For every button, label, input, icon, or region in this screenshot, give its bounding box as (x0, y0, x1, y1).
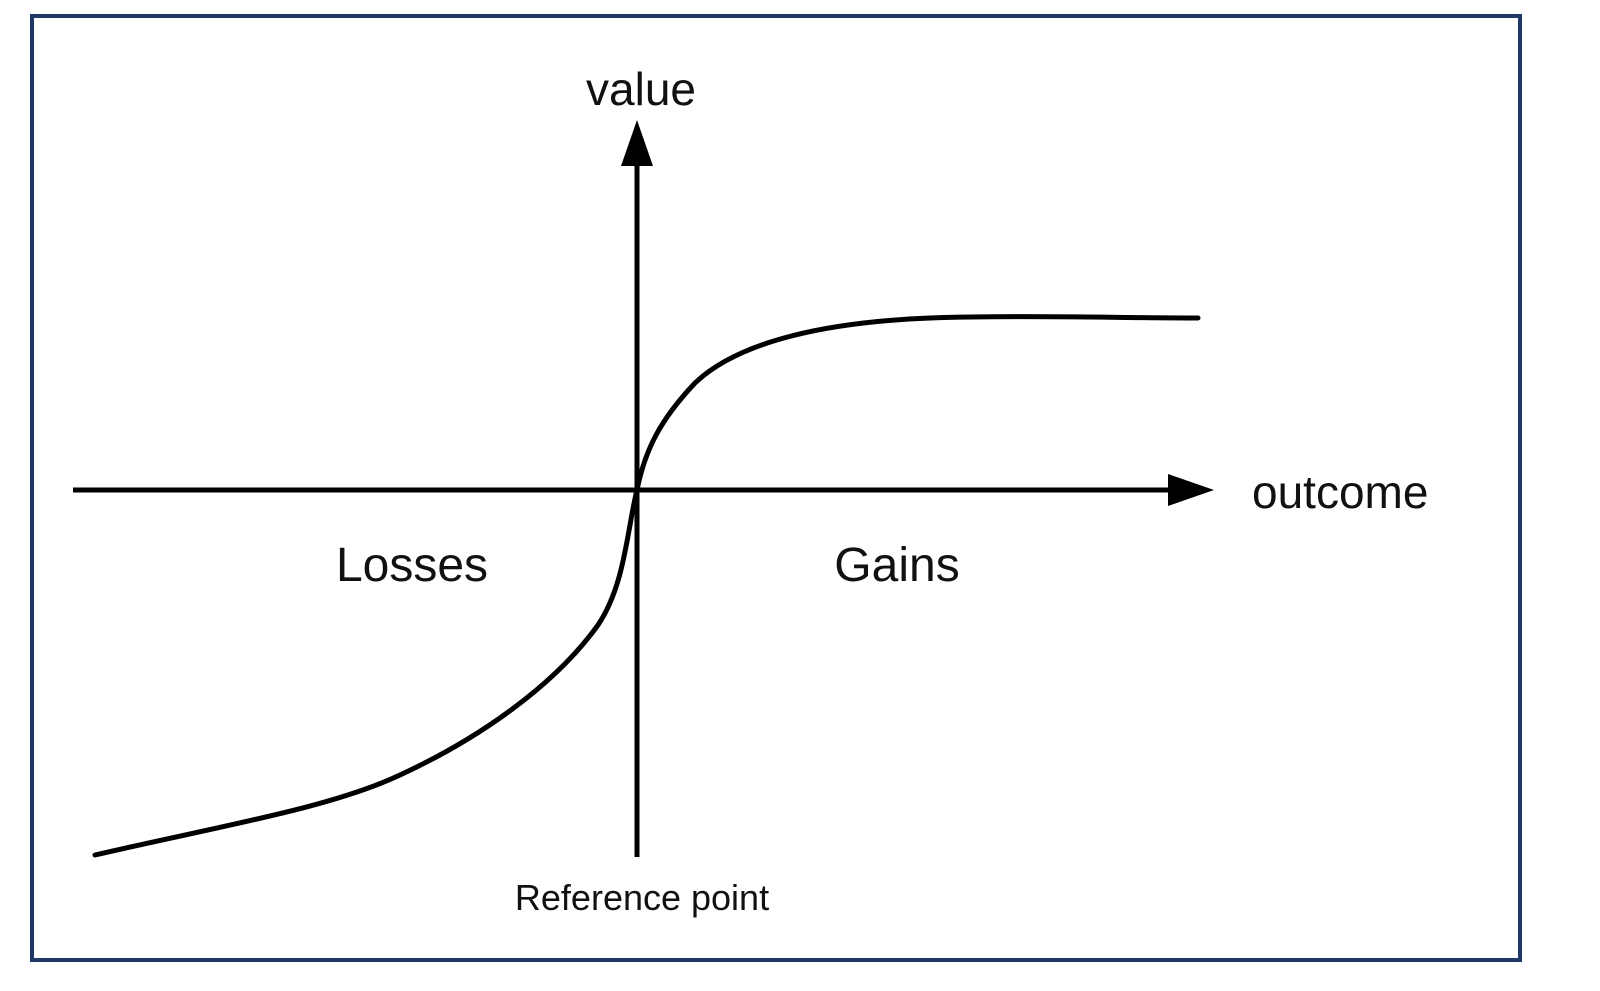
losses-label: Losses (336, 539, 488, 592)
value-curve (92, 314, 1201, 858)
x-axis-label: outcome (1252, 466, 1428, 518)
x-axis-arrowhead-icon (1168, 474, 1214, 506)
gains-label: Gains (834, 539, 959, 592)
reference-point-label: Reference point (515, 877, 769, 918)
y-axis-arrowhead-icon (621, 120, 653, 166)
y-axis-label: value (586, 63, 696, 115)
